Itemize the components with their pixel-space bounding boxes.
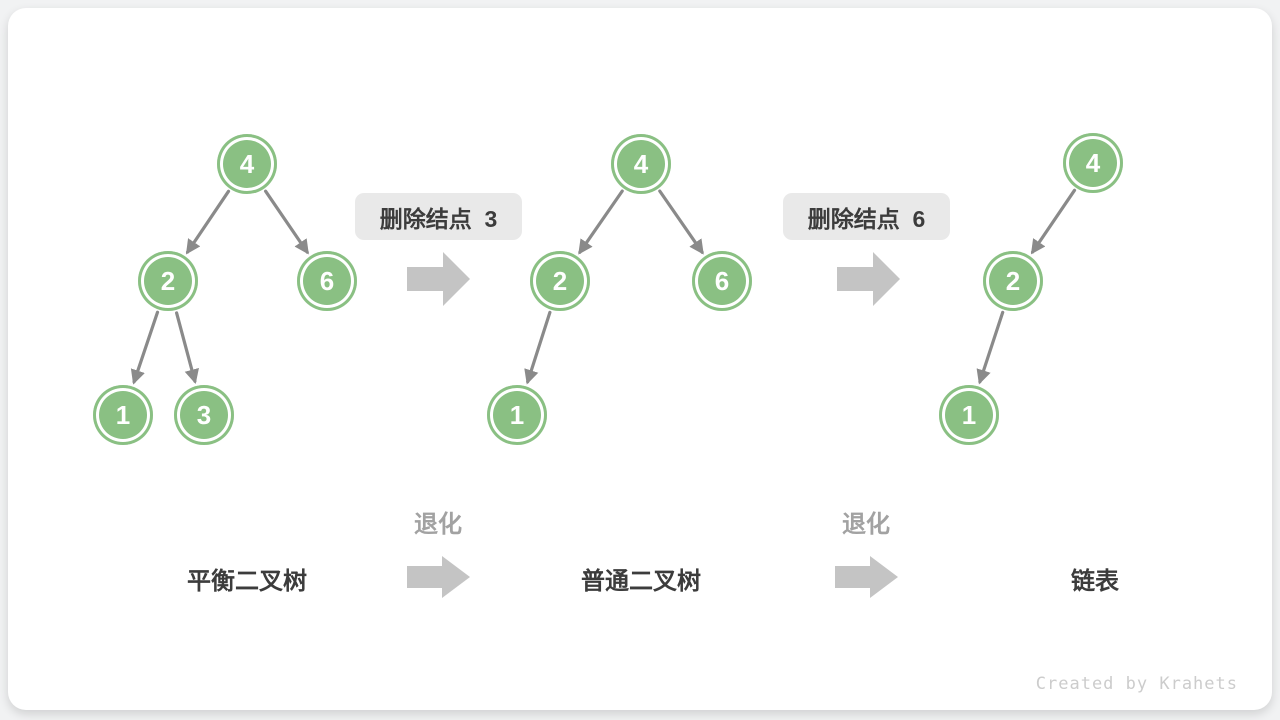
tree1-name-balanced-binary-tree: 平衡二叉树 [187,568,307,595]
step-label-delete-node-6: 删除结点 6 [783,193,950,240]
tree1-node-3: 3 [174,385,234,445]
step-label-delete-node-3: 删除结点 3 [355,193,522,240]
tree2-name-ordinary-binary-tree: 普通二叉树 [581,568,701,595]
credit-text: Created by Krahets [1035,674,1238,694]
tree3-name-linked-list: 链表 [1071,568,1119,595]
tree3-node-1: 1 [939,385,999,445]
diagram-panel [8,8,1272,710]
tree1-node-6: 6 [297,251,357,311]
degenerate-label-2: 退化 [842,511,890,538]
tree3-node-4: 4 [1063,133,1123,193]
tree3-node-2: 2 [983,251,1043,311]
tree2-node-4: 4 [611,134,671,194]
tree2-node-6: 6 [692,251,752,311]
tree1-node-1: 1 [93,385,153,445]
tree2-node-1: 1 [487,385,547,445]
tree1-node-2: 2 [138,251,198,311]
tree2-node-2: 2 [530,251,590,311]
tree1-node-4: 4 [217,134,277,194]
degenerate-label-1: 退化 [414,511,462,538]
